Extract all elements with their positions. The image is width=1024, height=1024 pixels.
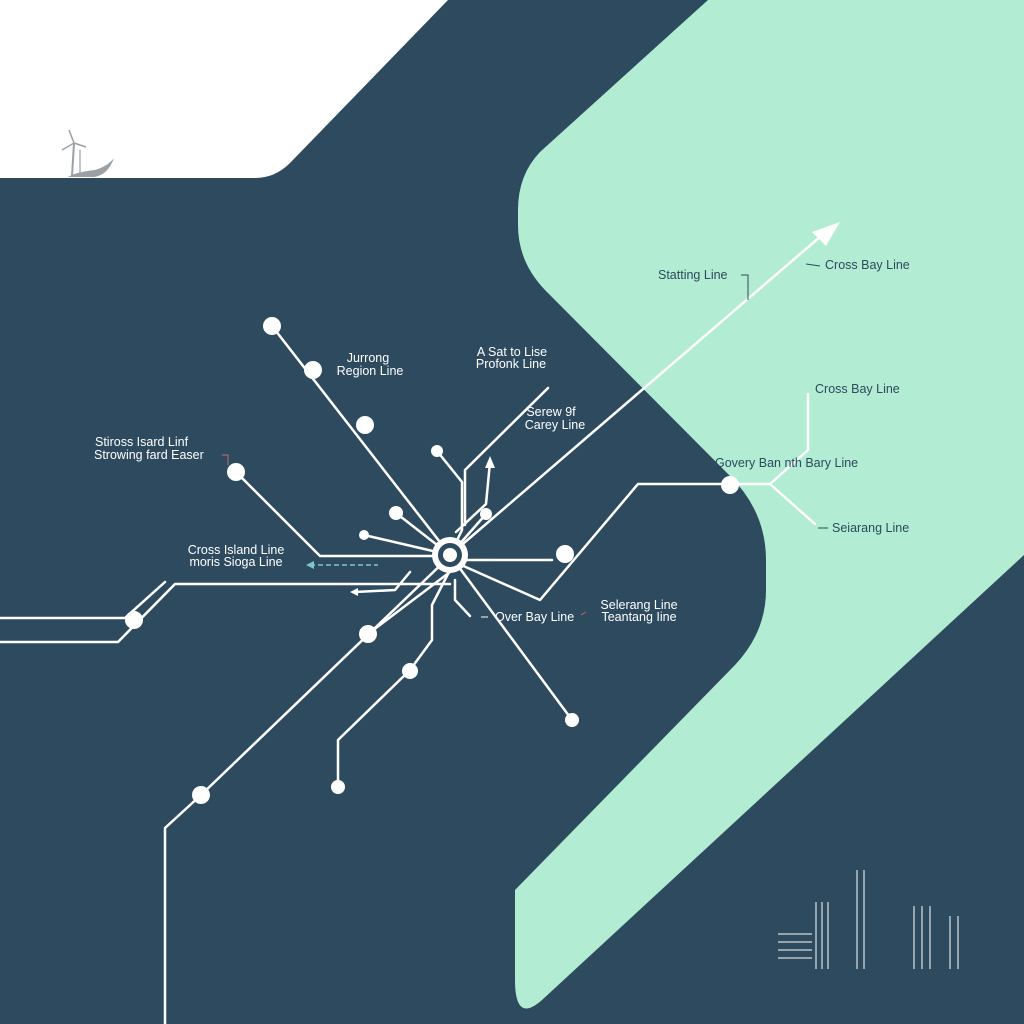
stiross-line (234, 470, 452, 558)
label-overbay: Over Bay Line (495, 610, 574, 624)
city-skyline-icon (728, 862, 1001, 971)
label-seiarang: Seiarang Line (832, 521, 909, 535)
wind-turbine-boat-icon (61, 129, 114, 177)
transit-lines (0, 228, 830, 1024)
west-line-branch (0, 580, 167, 620)
station[interactable] (565, 713, 579, 727)
label-serew-1: Serew 9f (526, 405, 576, 419)
label-crossbay-top: Cross Bay Line (825, 258, 910, 272)
label-selerang-1: Selerang Line (600, 598, 677, 612)
stations (125, 317, 739, 804)
label-stiross-1: Stiross Isard Linf (95, 435, 189, 449)
cross-bay-line (448, 228, 830, 557)
label-jurong-2: Region Line (337, 364, 404, 378)
label-serew-2: Carey Line (525, 418, 585, 432)
label-selerang-2: Teantang Iine (601, 610, 676, 624)
dashed-arrow-icon (306, 561, 314, 569)
southeast-line (448, 553, 574, 722)
jurong-region-line (270, 324, 452, 557)
crossisland-spur-line (353, 570, 412, 594)
station[interactable] (304, 361, 322, 379)
label-stiross-2: Strowing fard Easer (94, 448, 204, 462)
cross-bay-arrow-icon (812, 222, 840, 246)
station[interactable] (359, 625, 377, 643)
station[interactable] (480, 508, 492, 520)
station[interactable] (356, 416, 374, 434)
leader-ticks (222, 263, 828, 618)
label-astat-1: A Sat to Lise (477, 345, 547, 359)
station[interactable] (359, 530, 369, 540)
station[interactable] (721, 476, 739, 494)
station[interactable] (431, 445, 443, 457)
station[interactable] (227, 463, 245, 481)
station[interactable] (331, 780, 345, 794)
south-branch-line (336, 568, 452, 789)
left-arrow-icon (350, 588, 358, 596)
central-hub[interactable] (432, 537, 468, 573)
over-bay-line (453, 578, 472, 618)
label-statting: Statting Line (658, 268, 728, 282)
govery-bay-line (448, 392, 810, 602)
label-govery: Govery Ban nth Bary Line (715, 456, 858, 470)
south-spur-line (366, 570, 452, 636)
north-arrow-icon (485, 456, 495, 468)
station[interactable] (556, 545, 574, 563)
station[interactable] (389, 506, 403, 520)
label-jurong-1: Jurrong (347, 351, 389, 365)
station[interactable] (192, 786, 210, 804)
mint-region (515, 0, 1024, 1009)
label-crossisland-2: moris Sioga Line (189, 555, 282, 569)
label-crossisland-1: Cross Island Line (188, 543, 285, 557)
station[interactable] (125, 611, 143, 629)
label-astat-2: Profonk Line (476, 357, 546, 371)
label-crossbay-mid: Cross Bay Line (815, 382, 900, 396)
map-labels: Jurrong Region Line A Sat to Lise Profon… (94, 258, 910, 624)
sat-to-lise-line (463, 386, 550, 527)
station[interactable] (402, 663, 418, 679)
west-line (0, 582, 452, 644)
southwest-line (163, 554, 452, 1024)
govery-branch-line (768, 482, 817, 526)
station[interactable] (263, 317, 281, 335)
